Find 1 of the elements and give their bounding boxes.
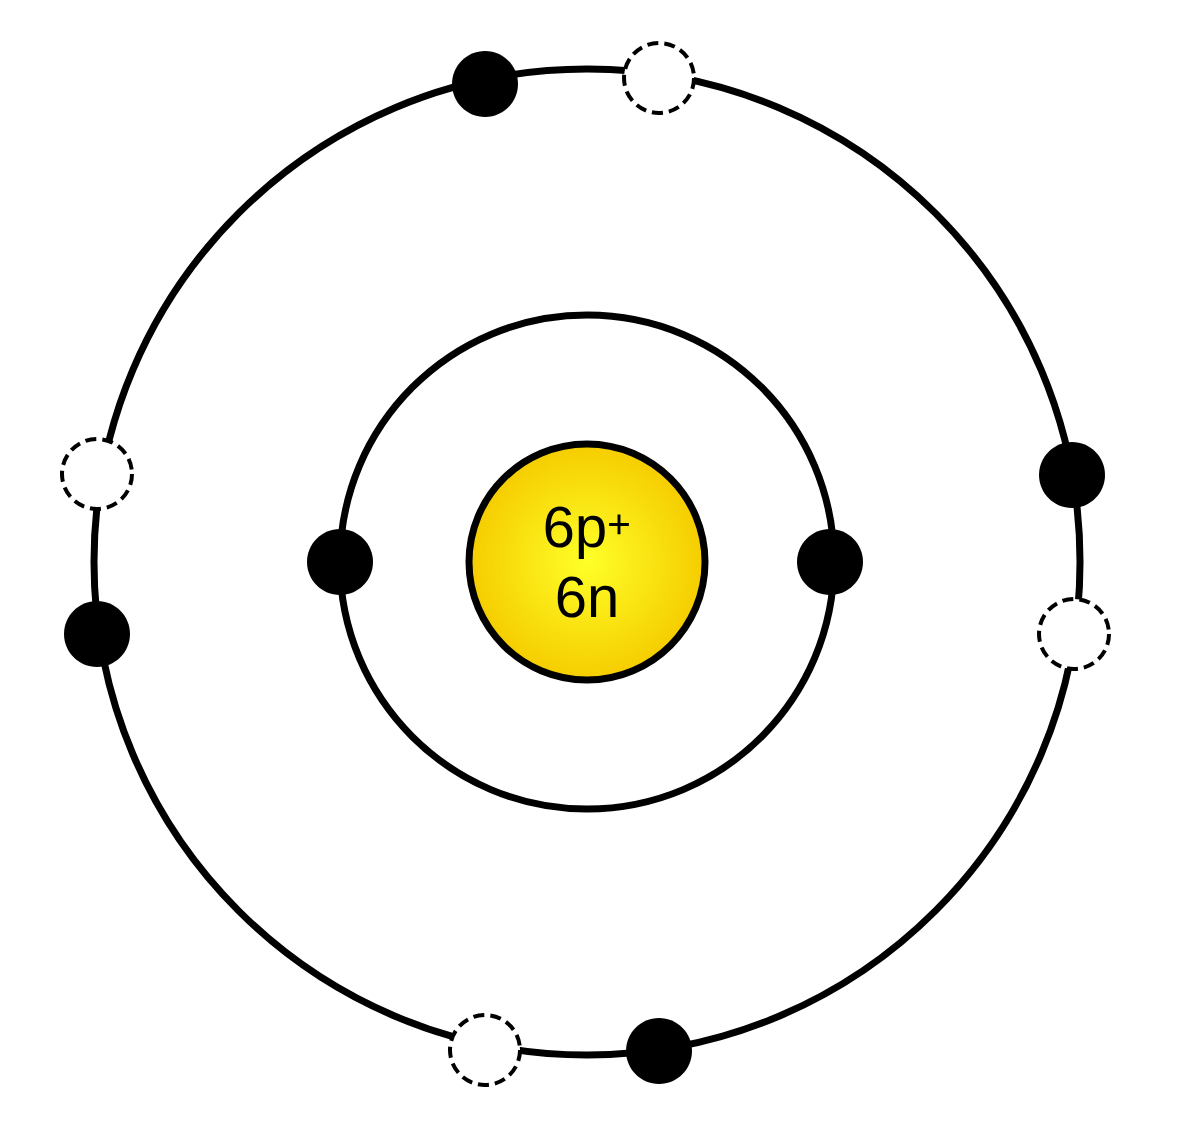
nucleus: 6p$^{+}$ 6n bbox=[465, 440, 709, 684]
